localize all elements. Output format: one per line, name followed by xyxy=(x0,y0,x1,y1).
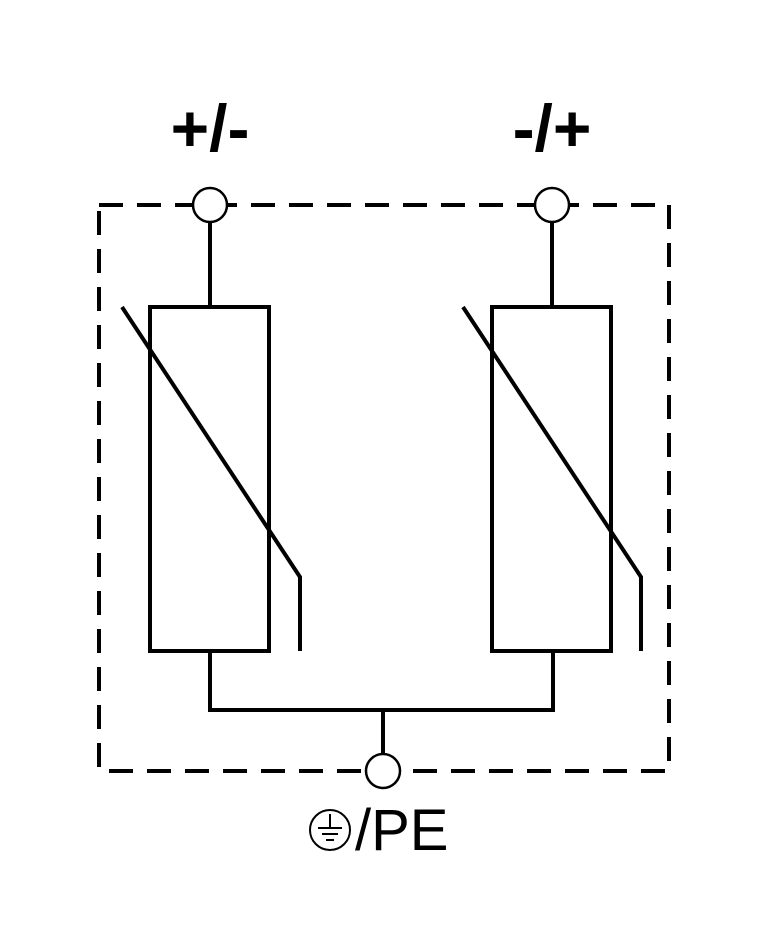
varistor-slash-right xyxy=(461,305,643,651)
protective-earth-icon xyxy=(309,809,351,851)
terminal-bottom xyxy=(364,752,402,790)
terminal-label-right: -/+ xyxy=(513,91,592,165)
varistor-icon xyxy=(490,305,613,653)
bottom-bus-wire xyxy=(208,651,555,712)
terminal-label-bottom: /PE xyxy=(355,798,449,863)
terminal-left xyxy=(191,186,229,224)
varistor-icon xyxy=(148,305,271,653)
varistor-left xyxy=(120,305,302,653)
terminal-label-left: +/- xyxy=(171,91,250,165)
varistor-slash-left xyxy=(120,305,302,651)
terminal-right xyxy=(533,186,571,224)
varistor-right xyxy=(461,305,643,653)
